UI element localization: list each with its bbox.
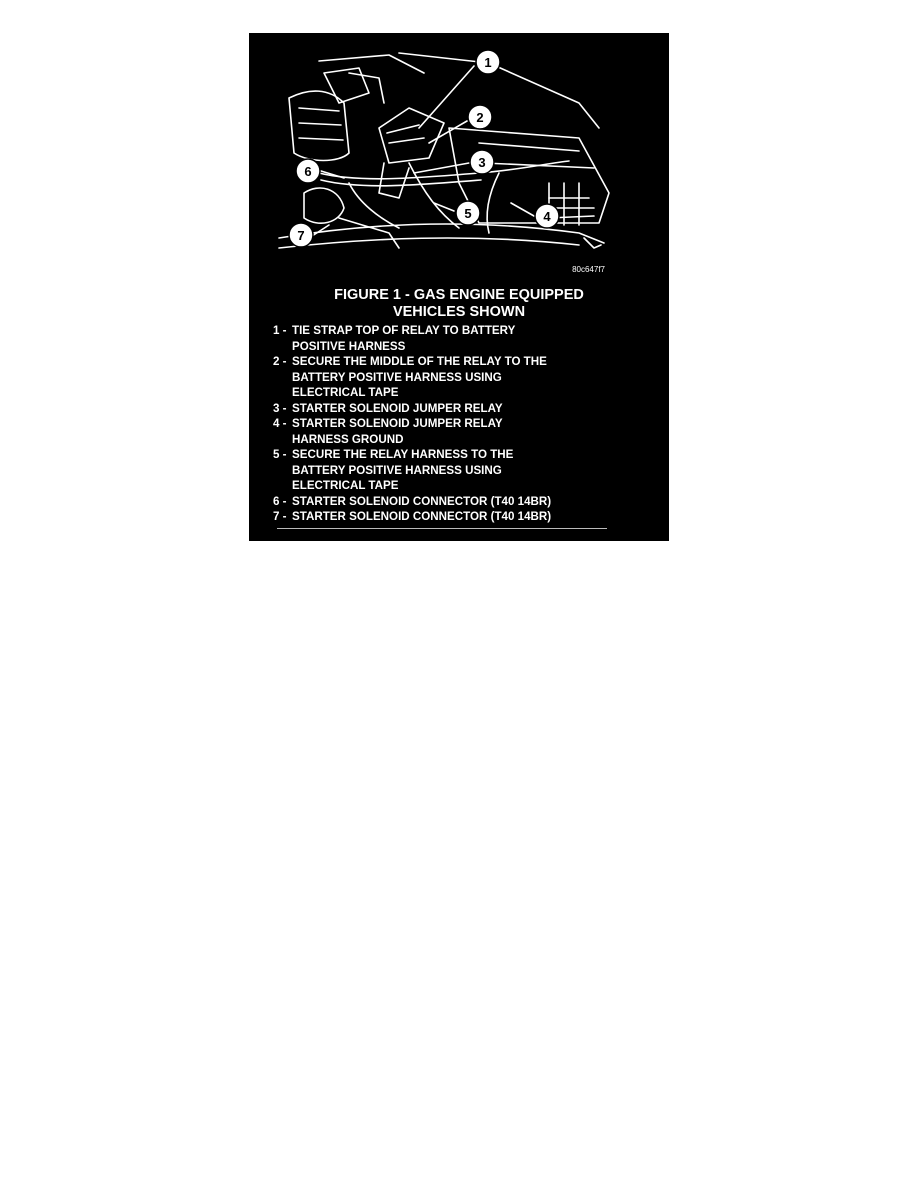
legend-number: 6 -: [273, 494, 287, 508]
legend-text: SECURE THE MIDDLE OF THE RELAY TO THE: [292, 355, 547, 368]
legend-text: STARTER SOLENOID JUMPER RELAY: [292, 401, 503, 415]
engine-bay-illustration: 1 2 3 4 5 6 7: [278, 49, 610, 274]
legend-text: SECURE THE RELAY HARNESS TO THE: [292, 448, 514, 461]
legend-number: 3 -: [273, 401, 287, 415]
svg-text:6: 6: [304, 164, 311, 179]
legend-text: HARNESS GROUND: [292, 432, 404, 446]
legend-item: 1 - TIE STRAP TOP OF RELAY TO BATTERY PO…: [273, 323, 663, 354]
part-number: 80c647f7: [572, 265, 605, 274]
callout-4: 4: [534, 203, 560, 229]
legend-text: ELECTRICAL TAPE: [292, 386, 399, 399]
legend-item: 2 - SECURE THE MIDDLE OF THE RELAY TO TH…: [273, 354, 663, 401]
callout-1: 1: [475, 49, 501, 75]
callout-3: 3: [469, 149, 495, 175]
callout-2: 2: [467, 104, 493, 130]
legend-number: 1 -: [273, 324, 287, 337]
svg-text:1: 1: [484, 55, 491, 70]
legend-number: 2 -: [273, 355, 287, 368]
legend-item: 5 - SECURE THE RELAY HARNESS TO THE BATT…: [273, 447, 663, 494]
callout-6: 6: [295, 158, 321, 184]
legend-text: POSITIVE HARNESS: [292, 339, 406, 353]
legend-item: 3 - STARTER SOLENOID JUMPER RELAY: [273, 401, 663, 417]
legend-text: STARTER SOLENOID CONNECTOR (T40 14BR): [292, 494, 552, 508]
svg-text:4: 4: [543, 209, 551, 224]
svg-text:7: 7: [297, 228, 304, 243]
legend-item: 6 - STARTER SOLENOID CONNECTOR (T40 14BR…: [273, 494, 663, 510]
legend-text: STARTER SOLENOID CONNECTOR (T40 14BR): [292, 510, 552, 523]
legend-text: TIE STRAP TOP OF RELAY TO BATTERY: [292, 324, 516, 337]
figure-legend: 1 - TIE STRAP TOP OF RELAY TO BATTERY PO…: [273, 323, 663, 525]
figure-title: FIGURE 1 - GAS ENGINE EQUIPPED VEHICLES …: [249, 287, 669, 321]
legend-item: 4 - STARTER SOLENOID JUMPER RELAY HARNES…: [273, 416, 663, 447]
figure-title-line: VEHICLES SHOWN: [392, 304, 526, 320]
callout-5: 5: [455, 200, 481, 226]
legend-number: 5 -: [273, 448, 287, 461]
legend-text: ELECTRICAL TAPE: [292, 479, 399, 492]
legend-text: BATTERY POSITIVE HARNESS USING: [292, 370, 502, 384]
legend-text: BATTERY POSITIVE HARNESS USING: [292, 463, 502, 477]
figure-title-line: FIGURE 1 - GAS ENGINE EQUIPPED: [334, 287, 584, 303]
svg-text:5: 5: [464, 206, 471, 221]
svg-text:3: 3: [478, 155, 485, 170]
legend-number: 4 -: [273, 417, 287, 430]
callout-7: 7: [288, 222, 314, 248]
engine-figure: 1 2 3 4 5 6 7: [249, 33, 669, 541]
svg-text:2: 2: [476, 110, 483, 125]
legend-item: 7 - STARTER SOLENOID CONNECTOR (T40 14BR…: [273, 509, 663, 525]
legend-text: STARTER SOLENOID JUMPER RELAY: [292, 417, 503, 430]
divider: [277, 528, 607, 529]
legend-number: 7 -: [273, 510, 287, 523]
